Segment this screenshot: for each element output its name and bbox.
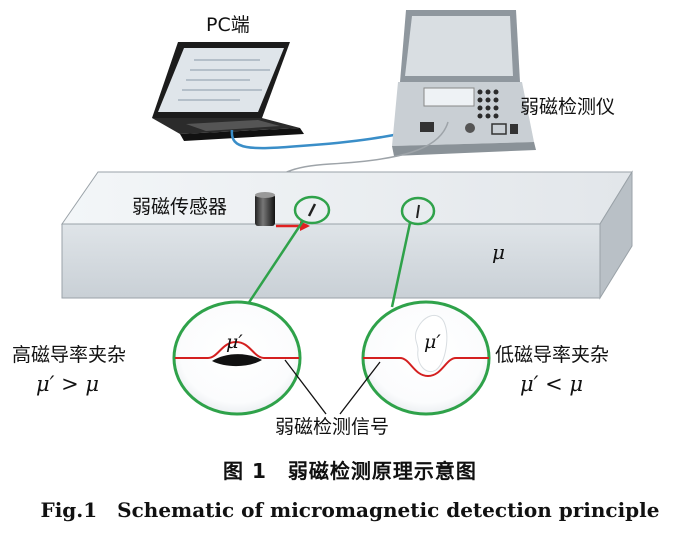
low-signal-curve: [363, 357, 489, 378]
detector-instrument: [392, 10, 536, 156]
magnified-low-inclusion: [361, 300, 491, 416]
caption-english: Fig.1 Schematic of micromagnetic detecti…: [40, 498, 660, 522]
signal-label: 弱磁检测信号: [275, 416, 390, 438]
signal-pointers: [284, 359, 381, 415]
high-inclusion-label: 高磁导率夹杂: [12, 344, 127, 366]
defect-marker-low: [400, 196, 436, 226]
high-relation-label: μ′ > μ: [36, 372, 100, 396]
high-signal-curve: [175, 340, 299, 359]
caption-chinese: 图 1 弱磁检测原理示意图: [223, 459, 477, 483]
low-inclusion-shape: [414, 314, 448, 372]
low-inclusion-mu-label: μ′: [424, 331, 441, 353]
sensor-probe: [255, 192, 275, 226]
laptop: [152, 42, 304, 141]
low-inclusion-label: 低磁导率夹杂: [495, 344, 610, 366]
sensor-label: 弱磁传感器: [132, 196, 228, 218]
instrument-label: 弱磁检测仪: [520, 96, 616, 118]
high-inclusion-mu-label: μ′: [226, 331, 243, 353]
low-relation-label: μ′ < μ: [520, 372, 584, 396]
plate-permeability-label: μ: [492, 240, 505, 264]
defect-marker-high: [293, 195, 331, 225]
magnify-connectors: [240, 220, 412, 314]
test-plate: [61, 170, 633, 300]
magnified-high-inclusion: [172, 300, 302, 416]
pc-label: PC端: [206, 14, 250, 36]
high-inclusion-shape: [212, 354, 262, 367]
